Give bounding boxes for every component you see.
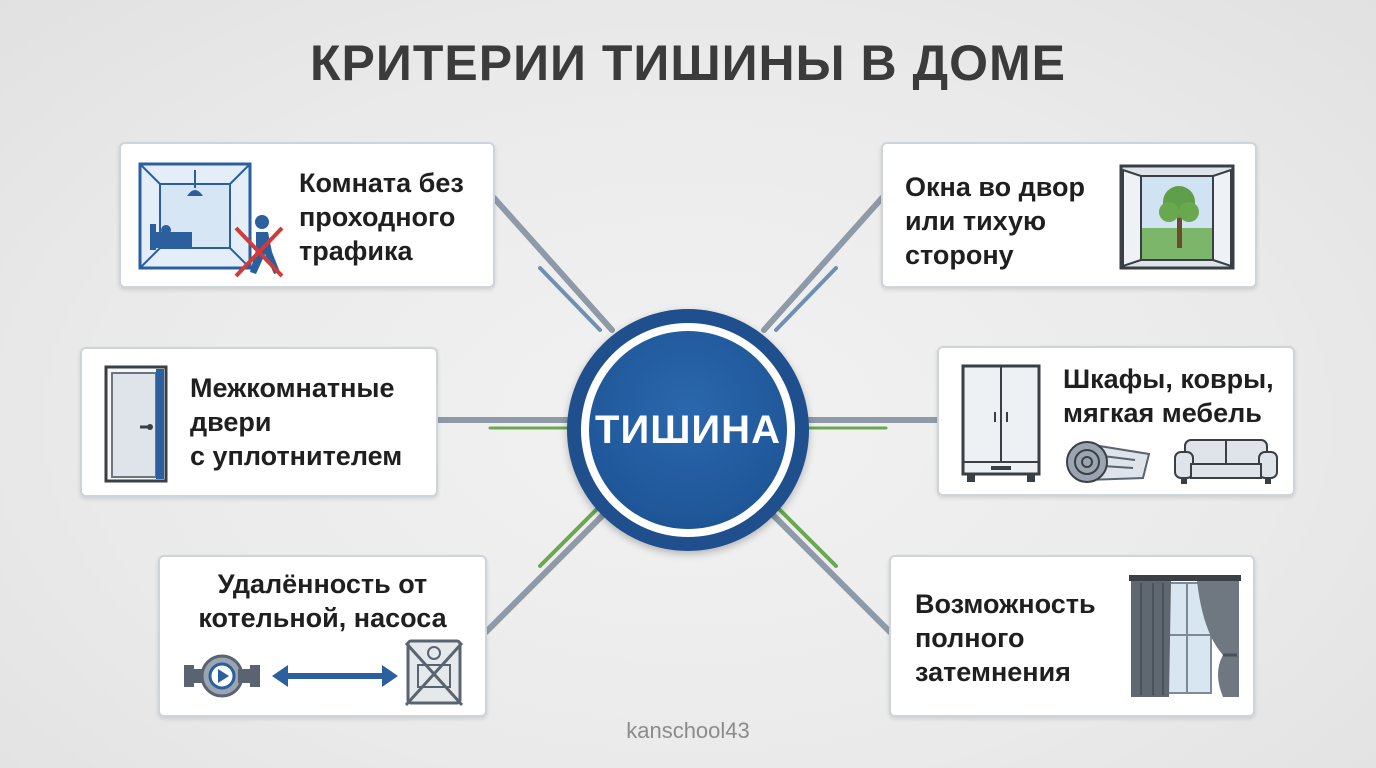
carpet-roll-icon <box>1066 441 1151 483</box>
curtain-icon <box>1129 575 1241 697</box>
card-blackout-text: Возможность полного затемнения <box>915 589 1096 687</box>
wardrobe-icon <box>961 364 1041 482</box>
connector-windows <box>761 195 885 333</box>
hub-circle: ТИШИНА <box>567 309 809 551</box>
window-yard-icon <box>1119 164 1235 270</box>
card-boiler-distance: Удалённость от котельной, насоса <box>158 555 487 717</box>
card-room-no-traffic: Комната без проходного трафика <box>119 142 495 288</box>
sofa-icon <box>1174 439 1278 484</box>
page-title: КРИТЕРИИ ТИШИНЫ В ДОМЕ <box>310 35 1066 91</box>
hub-label: ТИШИНА <box>595 407 781 452</box>
watermark: kanschool43 <box>626 718 750 743</box>
connector-blackout <box>761 503 893 635</box>
connector-room <box>491 195 615 333</box>
card-blackout: Возможность полного затемнения <box>889 555 1255 717</box>
room-no-traffic-icon <box>138 162 284 278</box>
card-doors-text: Межкомнатные двери с уплотнителем <box>190 373 403 471</box>
card-doors: Межкомнатные двери с уплотнителем <box>80 347 438 497</box>
card-furniture-text: Шкафы, ковры, мягкая мебель <box>1063 364 1274 428</box>
card-furniture: Шкафы, ковры, мягкая мебель <box>937 346 1295 496</box>
door-icon <box>104 365 168 483</box>
pump-boiler-distance-icon <box>184 639 464 707</box>
card-windows: Окна во двор или тихую сторону <box>881 142 1257 288</box>
card-boiler-text: Удалённость от котельной, насоса <box>198 569 447 633</box>
card-windows-text: Окна во двор или тихую сторону <box>905 172 1085 270</box>
card-room-text: Комната без проходного трафика <box>299 168 464 266</box>
connector-boiler <box>483 503 615 635</box>
